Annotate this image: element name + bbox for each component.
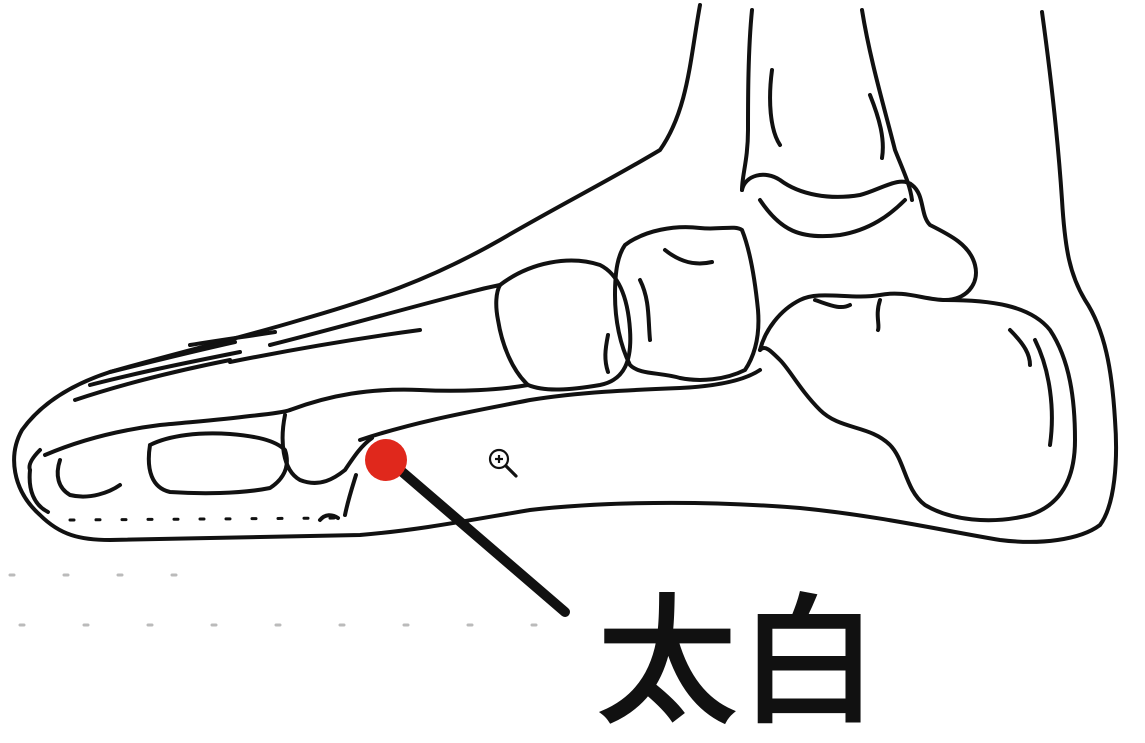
talus-bone <box>740 172 978 352</box>
sesamoid <box>318 473 358 522</box>
zoom-in-icon[interactable] <box>486 446 520 480</box>
cuneiform-bone <box>494 258 633 392</box>
calcaneus-inner <box>1008 328 1054 447</box>
leader-line <box>395 465 570 617</box>
phalanx-1 <box>43 408 292 457</box>
toe-tip <box>27 448 50 514</box>
tibia-line <box>740 8 754 192</box>
fibula-line <box>860 8 914 202</box>
lateral-metatarsal-1 <box>268 283 502 347</box>
acupoint-label: 太白 <box>598 582 883 743</box>
cuneiform-inner <box>603 333 610 374</box>
sole-dots <box>68 516 342 522</box>
foot-outline <box>12 3 1119 544</box>
metatarsal-shaft <box>358 368 762 442</box>
talus-head <box>758 198 907 239</box>
tibia-inner <box>768 68 885 160</box>
toe-lines <box>73 330 277 402</box>
navicular-inner <box>638 248 714 342</box>
phalanx-2 <box>55 458 122 499</box>
acupoint-marker <box>365 439 407 481</box>
proximal-phalanx <box>146 431 289 496</box>
lateral-metatarsal-2 <box>228 328 422 364</box>
navicular-bone <box>613 225 761 382</box>
sustentaculum <box>813 298 882 332</box>
calcaneus-bone <box>758 298 1077 523</box>
